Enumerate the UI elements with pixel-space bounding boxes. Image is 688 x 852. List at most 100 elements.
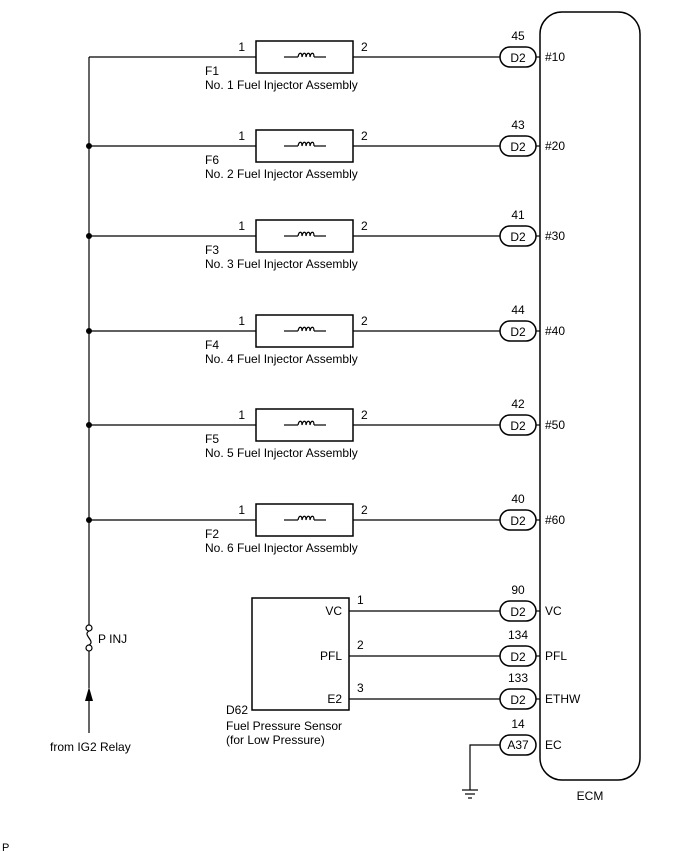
injector-id: F2 [205,527,219,541]
injector-box [255,219,354,253]
ecm-box [539,11,641,781]
ecm-pin-number: 45 [511,29,525,43]
injector-pin-in: 1 [238,219,245,233]
injector-id: F1 [205,64,219,78]
ground-ecm-pin: 14 [511,717,525,731]
injector-pin-out: 2 [361,40,368,54]
injector-id: F3 [205,243,219,257]
sensor-pin-number: 3 [357,681,364,695]
injector-name: No. 2 Fuel Injector Assembly [205,167,358,181]
connector-label: D2 [510,325,526,339]
ecm-signal-label: #60 [545,513,565,527]
fuse-label: P INJ [98,632,127,646]
ecm-signal-label: ETHW [545,692,581,706]
injector-name: No. 5 Fuel Injector Assembly [205,446,358,460]
injector-pin-in: 1 [238,129,245,143]
coil-icon [297,141,315,147]
injector-name: No. 6 Fuel Injector Assembly [205,541,358,555]
sensor-id: D62 [226,703,248,717]
sensor-pin-number: 2 [357,638,364,652]
ecm-pin-number: 133 [508,671,528,685]
connector-label: D2 [510,51,526,65]
ground-circuit: A37 14 EC [462,717,562,799]
coil-icon [297,52,315,58]
ground-icon [462,789,478,799]
splice-dot [86,422,92,428]
ground-connector-label: A37 [507,738,529,752]
coil-icon [297,420,315,426]
fuse-p-inj [85,624,93,652]
injector-pin-out: 2 [361,219,368,233]
sensor-pin-label: PFL [320,649,342,663]
injector-pin-out: 2 [361,314,368,328]
sensor-pin-label: E2 [327,692,342,706]
fuel-pressure-sensor-box [251,597,350,711]
coil-icon [297,515,315,521]
injector-box [255,503,354,537]
ecm-signal-label: #10 [545,50,565,64]
connector-label: D2 [510,693,526,707]
sensor-name-line1: Fuel Pressure Sensor [226,719,342,733]
injector-box [255,129,354,163]
source-label: from IG2 Relay [50,740,131,754]
connector-label: D2 [510,605,526,619]
injector-id: F6 [205,153,219,167]
ecm-signal-label: PFL [545,649,567,663]
injector-box [255,408,354,442]
injector-pin-out: 2 [361,408,368,422]
ecm-signal-label: #20 [545,139,565,153]
injector-pin-in: 1 [238,408,245,422]
injector-id: F5 [205,432,219,446]
connector-label: D2 [510,650,526,664]
splice-dot [86,328,92,334]
injector-name: No. 1 Fuel Injector Assembly [205,78,358,92]
ecm-signal-label: #50 [545,418,565,432]
corner-mark: P [2,842,9,852]
sensor-pin-number: 1 [357,593,364,607]
splice-dot [86,143,92,149]
injector-name: No. 4 Fuel Injector Assembly [205,352,358,366]
sensor-name-line2: (for Low Pressure) [226,733,325,747]
injector-name: No. 3 Fuel Injector Assembly [205,257,358,271]
injector-pin-in: 1 [238,503,245,517]
ecm-signal-label: VC [545,604,562,618]
coil-icon [297,326,315,332]
ground-signal: EC [545,738,562,752]
power-arrow-icon [85,687,93,701]
ecm-pin-number: 40 [511,492,525,506]
splice-dot [86,517,92,523]
connector-label: D2 [510,140,526,154]
injector-box [255,314,354,348]
injector-pin-in: 1 [238,40,245,54]
ecm-pin-number: 90 [511,583,525,597]
connector-label: D2 [510,419,526,433]
injector-pin-in: 1 [238,314,245,328]
connector-label: D2 [510,514,526,528]
ecm-pin-number: 42 [511,397,525,411]
injector-pin-out: 2 [361,503,368,517]
ecm-pin-number: 44 [511,303,525,317]
ecm-pin-number: 41 [511,208,525,222]
injector-pin-out: 2 [361,129,368,143]
sensor-pin-label: VC [325,604,342,618]
injector-id: F4 [205,338,219,352]
ecm-pin-number: 43 [511,118,525,132]
connector-label: D2 [510,230,526,244]
coil-icon [297,231,315,237]
ecm-label: ECM [577,789,604,803]
splice-dot [86,233,92,239]
ecm-signal-label: #40 [545,324,565,338]
ecm-signal-label: #30 [545,229,565,243]
injector-box [255,40,354,74]
ecm-pin-number: 134 [508,628,528,642]
